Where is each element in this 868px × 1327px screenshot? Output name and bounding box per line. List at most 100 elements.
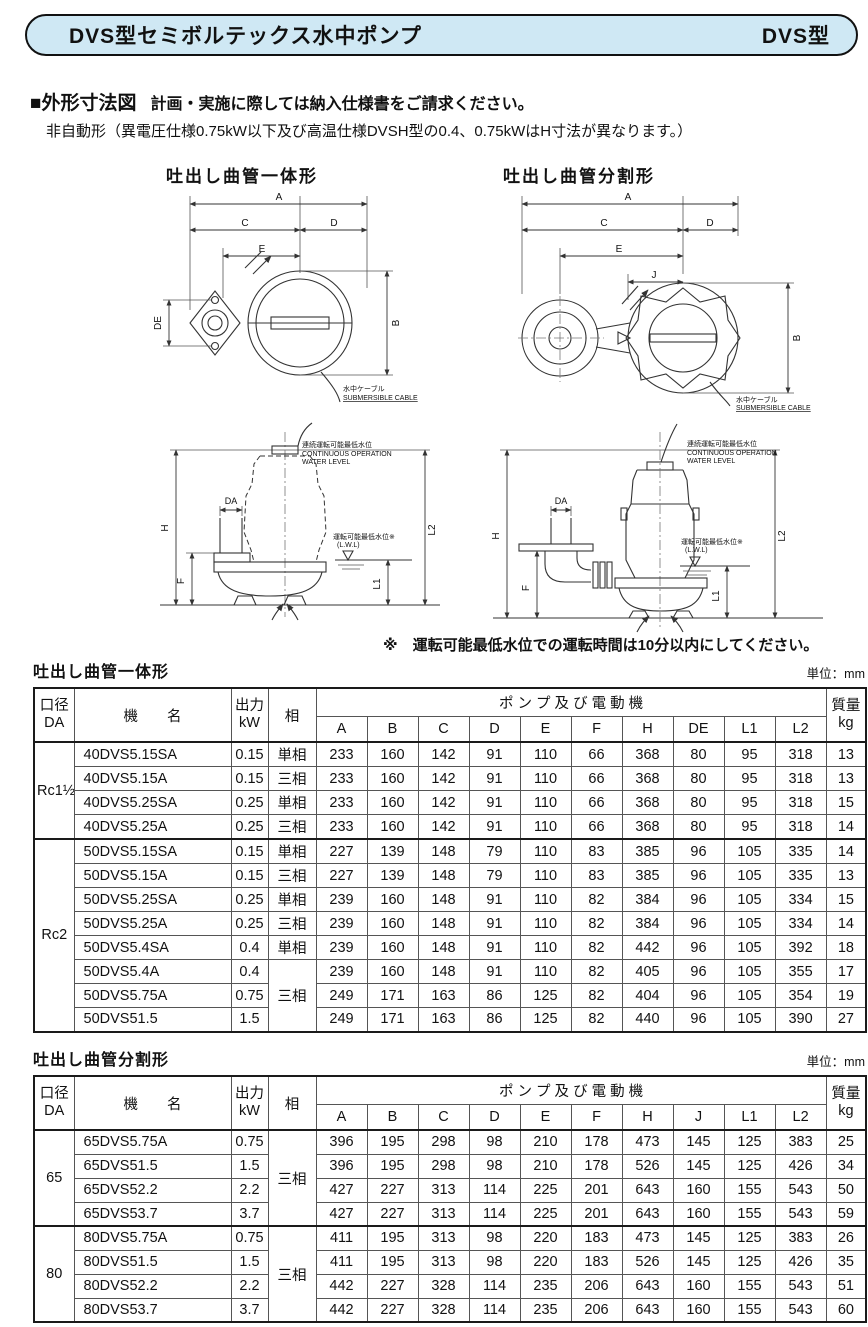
- dim-cell: 355: [774, 959, 827, 984]
- weight-cell: 13: [825, 863, 867, 888]
- casing-band: [213, 561, 327, 573]
- dim-cell: 643: [621, 1201, 674, 1227]
- phase-cell: 単相: [267, 935, 317, 960]
- dim-cell: 368: [621, 814, 674, 840]
- model-cell: 50DVS5.25A: [73, 911, 232, 936]
- dim-cell: 105: [723, 935, 776, 960]
- weight-cell: 51: [825, 1273, 867, 1299]
- model-cell: 40DVS5.15SA: [73, 741, 232, 767]
- motor-outline: [625, 469, 638, 579]
- dim-cell: 163: [417, 983, 470, 1008]
- dim-label-A: A: [276, 192, 283, 203]
- dim-cell: 543: [774, 1273, 827, 1299]
- casing-band: [614, 577, 708, 589]
- dim-cell: 98: [468, 1129, 521, 1155]
- dim-cell: 66: [570, 741, 623, 767]
- lwl-label-en: (L.W.L): [337, 542, 360, 549]
- model-cell: 65DVS5.75A: [73, 1129, 232, 1155]
- dim-cell: 125: [519, 983, 572, 1008]
- dim-cell: 80: [672, 790, 725, 815]
- section-heading-note: 計画・実施に際しては納入仕様書をご請求ください。: [150, 96, 534, 113]
- dim-cell: 125: [723, 1225, 776, 1251]
- page-title: DVS型セミボルテックス水中ポンプ: [69, 25, 422, 48]
- dim-cell: 148: [417, 935, 470, 960]
- dim-cell: 86: [468, 1007, 521, 1032]
- dim-cell: 543: [774, 1177, 827, 1203]
- operation-note: ※ 運転可能最低水位での運転時間は10分以内にしてください。: [383, 637, 819, 654]
- col-header-phase: 相: [267, 1075, 317, 1131]
- dim-cell: 125: [519, 1007, 572, 1032]
- dim-label-DA: DA: [225, 496, 238, 506]
- suction-flow-arrow: [636, 615, 650, 633]
- side-view-integrated-drawing: H F DA 運転可能最低水位※ (L.W.L) L1 L2 連続運転可能最低水…: [160, 422, 440, 621]
- dim-header-cell: A: [315, 1103, 368, 1131]
- section-subnote: 非自動形（異電圧仕様0.75kW以下及び高温仕様DVSH型の0.4、0.75kW…: [46, 123, 693, 140]
- dim-cell: 235: [519, 1297, 572, 1323]
- dim-header-cell: H: [621, 1103, 674, 1131]
- dim-header-cell: J: [672, 1103, 725, 1131]
- dim-cell: 142: [417, 766, 470, 791]
- dim-cell: 473: [621, 1129, 674, 1155]
- cable-label-en: SUBMERSIBLE CABLE: [343, 395, 418, 402]
- cable-line: [660, 423, 678, 463]
- dim-header-cell: DE: [672, 715, 725, 743]
- dim-cell: 86: [468, 983, 521, 1008]
- dim-cell: 643: [621, 1297, 674, 1323]
- dim-cell: 160: [672, 1177, 725, 1203]
- dim-label-L2: L2: [777, 530, 788, 542]
- dim-cell: 235: [519, 1273, 572, 1299]
- dim-cell: 543: [774, 1297, 827, 1323]
- dim-cell: 227: [366, 1273, 419, 1299]
- volute-outline: [217, 571, 323, 597]
- dim-label-E: E: [616, 244, 623, 255]
- weight-cell: 60: [825, 1297, 867, 1323]
- dim-cell: 298: [417, 1129, 470, 1155]
- dim-cell: 142: [417, 814, 470, 840]
- dim-label-C: C: [241, 218, 248, 229]
- dim-cell: 98: [468, 1153, 521, 1179]
- weight-cell: 50: [825, 1177, 867, 1203]
- dim-cell: 82: [570, 1007, 623, 1032]
- dim-cell: 83: [570, 838, 623, 864]
- weight-cell: 26: [825, 1225, 867, 1251]
- dim-cell: 80: [672, 766, 725, 791]
- dim-cell: 79: [468, 838, 521, 864]
- model-cell: 50DVS5.4SA: [73, 935, 232, 960]
- lifting-handle: [271, 445, 299, 455]
- bore-cell: 65: [33, 1129, 75, 1227]
- cable-label-jp: 水中ケーブル: [736, 395, 778, 404]
- dim-cell: 105: [723, 983, 776, 1008]
- dim-cell: 66: [570, 766, 623, 791]
- dim-label-E: E: [259, 244, 266, 255]
- dim-cell: 105: [723, 911, 776, 936]
- dim-cell: 334: [774, 911, 827, 936]
- dim-cell: 110: [519, 863, 572, 888]
- page-model-badge: DVS型: [761, 25, 830, 48]
- unit-label: 単位：mm: [806, 1055, 865, 1069]
- dim-cell: 163: [417, 1007, 470, 1032]
- weight-cell: 15: [825, 887, 867, 912]
- dim-cell: 145: [672, 1225, 725, 1251]
- dim-cell: 148: [417, 863, 470, 888]
- dim-cell: 385: [621, 863, 674, 888]
- dim-label-L1: L1: [711, 590, 722, 602]
- dim-cell: 473: [621, 1225, 674, 1251]
- dim-cell: 66: [570, 790, 623, 815]
- continuous-label-jp: 連続運転可能最低水位: [687, 439, 757, 448]
- dim-cell: 82: [570, 935, 623, 960]
- dim-label-D: D: [330, 218, 337, 229]
- table-title: 吐出し曲管分割形: [33, 1052, 170, 1069]
- phase-cell: 単相: [267, 887, 317, 912]
- model-cell: 80DVS51.5: [73, 1249, 232, 1275]
- volute-outline: [618, 587, 704, 612]
- output-cell: 0.25: [230, 887, 269, 912]
- handle: [649, 333, 717, 343]
- output-cell: 2.2: [230, 1177, 269, 1203]
- dim-cell: 318: [774, 814, 827, 840]
- dim-cell: 643: [621, 1177, 674, 1203]
- dim-cell: 206: [570, 1273, 623, 1299]
- output-cell: 3.7: [230, 1297, 269, 1323]
